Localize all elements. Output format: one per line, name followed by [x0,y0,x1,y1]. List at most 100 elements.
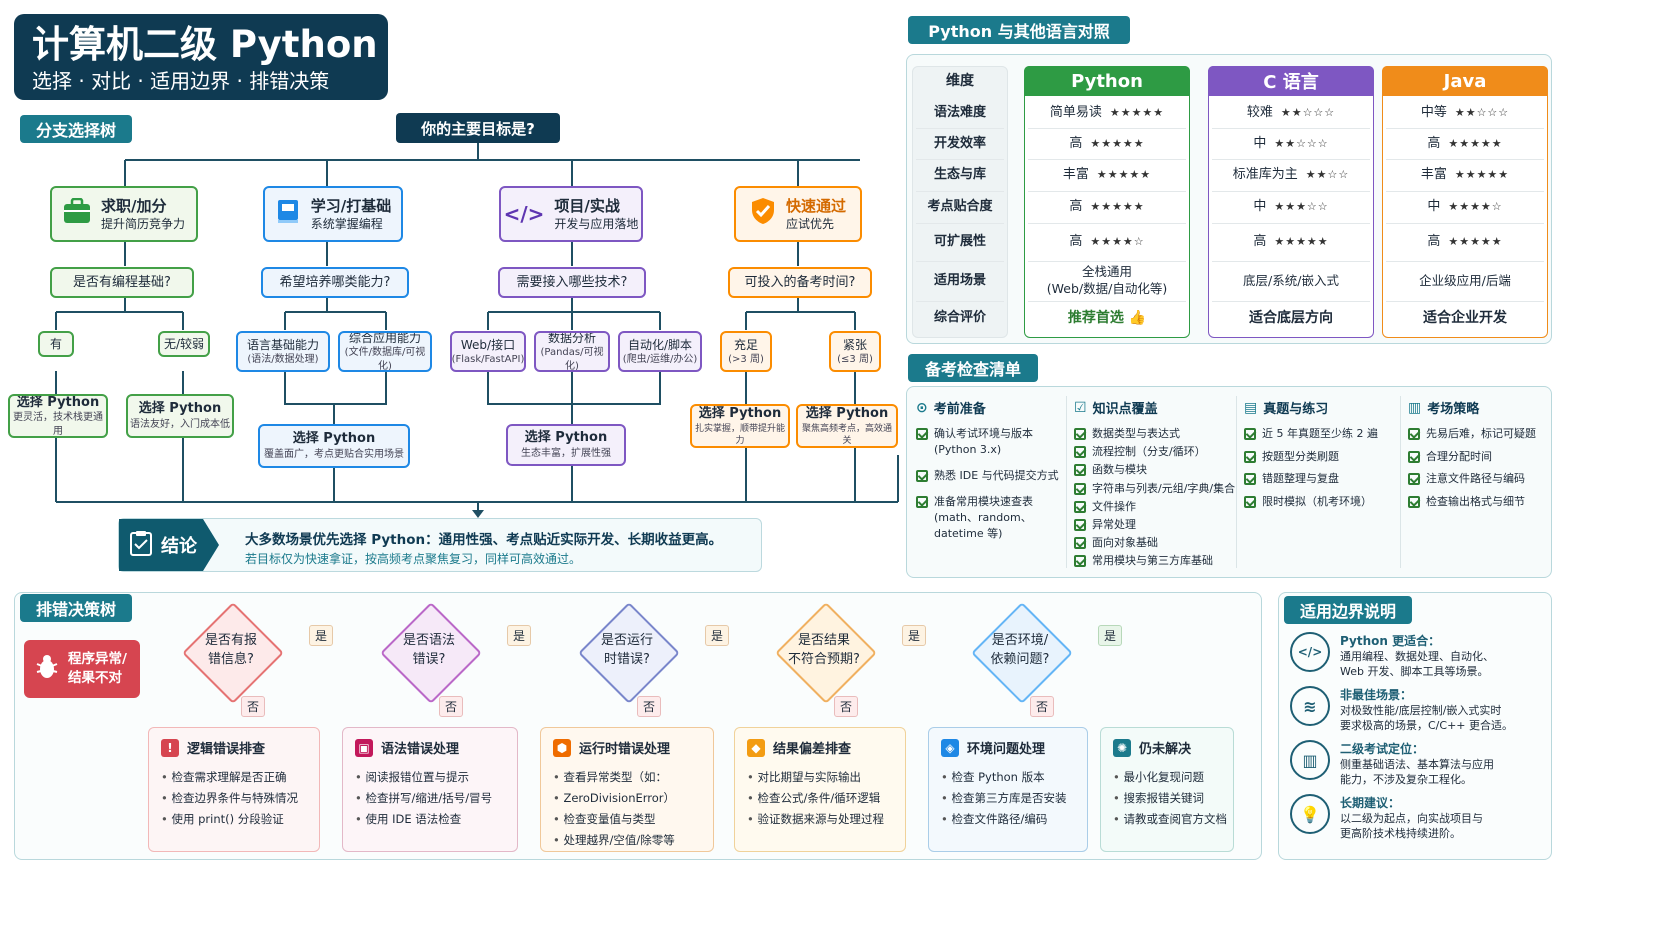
dimension-2: 生态与库 [933,167,986,183]
checkbox-icon[interactable] [1074,519,1086,531]
debug-card-title: ⬢运行时错误处理 [553,738,701,757]
checklist-head-3: ▥考场策略 [1408,398,1479,418]
checkbox-icon[interactable] [1074,428,1086,440]
row-separator [1212,191,1370,192]
runtime-icon: ⬢ [553,738,571,757]
row-separator [1212,261,1370,262]
debug-card-item: 使用 print() 分段验证 [161,809,307,830]
checklist-item[interactable]: 字符串与列表/元组/字典/集合 [1074,481,1235,497]
row-separator [1028,159,1186,160]
lang-cell-0-3: 高★★★★★ [1024,192,1190,222]
conclusion-main: 大多数场景优先选择 Python：通用性强、考点贴近实际开发、长期收益更高。 [245,532,723,548]
checklist-item[interactable]: 确认考试环境与版本 (Python 3.x) [916,426,1033,458]
option-comprehensive: 综合应用能力(文件/数据库/可视化) [338,331,432,372]
checklist-item-text: 限时模拟（机考环境） [1262,494,1372,508]
checklist-item-text: 函数与模块 [1092,463,1147,477]
rating-stars: ★★★★★ [1448,234,1503,248]
lang-cell-0-6: 推荐首选 👍 [1024,302,1190,334]
checklist-item[interactable]: 注意文件路径与编码 [1408,471,1525,487]
checkbox-icon[interactable] [1074,464,1086,477]
row-separator [1028,128,1186,129]
checklist-item[interactable]: 数据类型与表达式 [1074,426,1180,442]
checklist-item[interactable]: 面向对象基础 [1074,535,1158,551]
checklist-item[interactable]: 熟悉 IDE 与代码提交方式 [916,468,1059,484]
checklist-item-text: 文件操作 [1092,499,1136,513]
checklist-item[interactable]: 先易后难，标记可疑题 [1408,426,1536,442]
checklist-item[interactable]: 合理分配时间 [1408,449,1492,465]
checklist-item[interactable]: 函数与模块 [1074,462,1147,478]
cell-text: 丰富 [1420,167,1447,183]
lang-cell-0-5: 全栈通用 (Web/数据/自动化等) [1024,262,1190,300]
lang-cell-2-3: 中★★★★☆ [1382,192,1548,222]
dimension-3: 考点贴合度 [927,199,993,215]
lang-cell-0-4: 高★★★★☆ [1024,224,1190,260]
row-separator [1028,191,1186,192]
checkbox-icon[interactable] [1074,537,1086,550]
debug-card-item: 检查公式/条件/循环逻辑 [747,788,893,809]
checkbox-icon[interactable] [916,496,928,508]
lang-cell-2-0: 中等★★☆☆☆ [1382,98,1548,128]
checklist-item[interactable]: 异常处理 [1074,517,1136,533]
yes-label: 是 [705,625,730,646]
question-ability: 希望培养哪类能力? [261,267,409,298]
debug-card-item: 检查 Python 版本 [941,767,1075,788]
lang-cell-0-1: 高★★★★★ [1024,129,1190,159]
lang-cell-1-1: 中★★☆☆☆ [1208,129,1374,159]
checkbox-icon[interactable] [1244,495,1256,508]
checkbox-icon[interactable] [1074,446,1086,459]
checklist-item[interactable]: 错题整理与复盘 [1244,471,1339,487]
checklist-item-text: 常用模块与第三方库基础 [1092,554,1213,568]
checklist-head-2: ▤真题与练习 [1244,398,1328,418]
checkbox-icon[interactable] [1408,428,1420,440]
boundary-title: Python 更适合： [1340,634,1441,648]
dimension-header: 维度 [946,72,974,89]
no-label: 否 [834,696,859,717]
page-subtitle: 选择 · 对比 · 适用边界 · 排错决策 [32,69,330,93]
debug-card-title: !逻辑错误排查 [161,738,307,757]
debug-card-title: ◆结果偏差排查 [747,738,893,757]
checkbox-icon[interactable] [1074,500,1086,513]
checklist-item[interactable]: 按题型分类刷题 [1244,449,1339,465]
checkbox-icon[interactable] [916,470,928,482]
checklist-item[interactable]: 限时模拟（机考环境） [1244,494,1372,510]
checklist-item[interactable]: 检查输出格式与细节 [1408,494,1525,510]
gear-icon: ✺ [1113,738,1131,757]
debug-card-item: 阅读报错位置与提示 [355,767,505,788]
boundary-item-3: 💡长期建议：以二级为起点，向实战项目与 更高阶技术栈持续进阶。 [1290,794,1552,842]
checkbox-icon[interactable] [1408,450,1420,463]
checklist-item[interactable]: 流程控制（分支/循环） [1074,444,1206,460]
checklist-item[interactable]: 近 5 年真题至少练 2 遍 [1244,426,1378,442]
checklist-title: 知识点覆盖 [1092,402,1158,417]
decision-text: 是否语法 错误? [402,633,455,667]
dimension-6: 综合评价 [933,310,986,326]
code-icon: </> [503,201,545,226]
debug-card-item: 处理越界/空值/除零等 [553,830,701,851]
debug-card-list: 检查需求理解是否正确检查边界条件与特殊情况使用 print() 分段验证 [161,767,307,830]
checkbox-icon[interactable] [1074,482,1086,495]
result-icon: ◆ [747,738,765,757]
row-separator [1386,261,1544,262]
checklist-item[interactable]: 准备常用模块速查表 (math、random、 datetime 等) [916,494,1033,542]
cell-text: 推荐首选 👍 [1067,309,1147,326]
dimension-0: 语法难度 [933,105,986,121]
checklist-item-text: 准备常用模块速查表 (math、random、 datetime 等) [934,495,1033,540]
tree-section-label: 分支选择树 [20,115,132,143]
checkbox-icon[interactable] [1244,450,1256,463]
no-label: 否 [241,696,266,717]
checkbox-icon[interactable] [1074,555,1086,568]
checklist-item[interactable]: 常用模块与第三方库基础 [1074,553,1213,569]
boundary-title: 非最佳场景： [1340,688,1413,702]
rating-stars: ★★★★★ [1454,167,1510,181]
checklist-item[interactable]: 文件操作 [1074,499,1136,515]
checklist-item-text: 按题型分类刷题 [1262,449,1339,463]
checkbox-icon[interactable] [1408,473,1420,485]
checkbox-icon[interactable] [1408,495,1420,508]
checklist-item-text: 字符串与列表/元组/字典/集合 [1092,481,1236,495]
checkbox-icon[interactable] [916,428,928,440]
briefcase-icon [63,197,91,230]
checkbox-icon[interactable] [1244,428,1256,440]
dimension-column [912,66,1008,338]
checkbox-icon[interactable] [1244,473,1256,485]
row-separator [1028,261,1186,262]
